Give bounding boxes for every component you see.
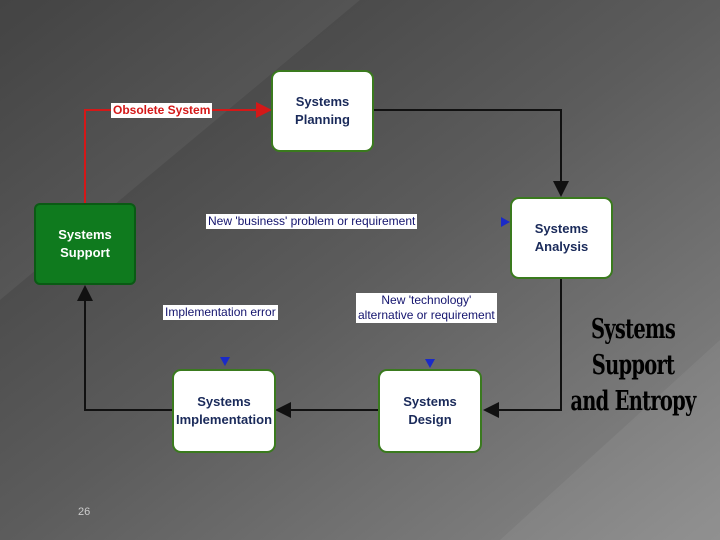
- node-label-line: Implementation: [175, 412, 273, 427]
- node-label-line: Systems: [58, 227, 112, 242]
- node-systems-implementation: Systems Implementation: [172, 369, 276, 453]
- node-systems-design: Systems Design: [378, 369, 482, 453]
- label-business-requirement: New 'business' problem or requirement: [206, 214, 418, 229]
- label-obsolete-system: Obsolete System: [111, 103, 213, 118]
- edge-implementation-to-support: [77, 285, 172, 411]
- slide-title: Systems Support and Entropy: [565, 312, 702, 420]
- label-technology-requirement: New 'technology' alternative or requirem…: [356, 293, 497, 323]
- title-line: Systems Support: [590, 314, 676, 381]
- label-line: alternative or requirement: [358, 308, 495, 322]
- marker-business: [501, 217, 510, 227]
- node-systems-analysis: Systems Analysis: [510, 197, 613, 279]
- label-line: New 'technology': [381, 293, 472, 307]
- node-label-line: Support: [60, 245, 110, 260]
- edge-analysis-to-design: [483, 278, 562, 418]
- node-label-line: Systems: [534, 221, 589, 236]
- marker-impl-error: [220, 357, 230, 366]
- edge-support-to-planning: [84, 102, 272, 203]
- title-line: and Entropy: [570, 386, 696, 417]
- page-number: 26: [78, 506, 91, 518]
- edge-planning-to-analysis: [373, 109, 569, 197]
- label-implementation-error: Implementation error: [163, 305, 278, 320]
- node-label-line: Systems: [403, 394, 457, 409]
- node-label-line: Design: [408, 412, 452, 427]
- node-label-line: Analysis: [534, 239, 589, 254]
- node-label-line: Systems: [295, 94, 350, 109]
- node-systems-planning: Systems Planning: [271, 70, 374, 152]
- node-label-line: Systems: [197, 394, 251, 409]
- node-systems-support: Systems Support: [34, 203, 136, 285]
- marker-technology: [425, 359, 435, 368]
- node-label-line: Planning: [295, 112, 350, 127]
